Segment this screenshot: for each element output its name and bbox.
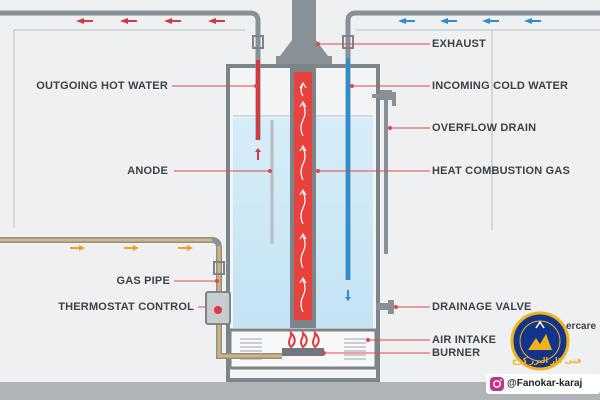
label-exhaust: EXHAUST bbox=[432, 38, 486, 50]
leader-dots bbox=[215, 42, 398, 355]
watermark-site-fragment: ercare bbox=[566, 321, 597, 332]
label-overflow-drain: OVERFLOW DRAIN bbox=[432, 122, 537, 134]
label-thermostat-control: THERMOSTAT CONTROL bbox=[58, 301, 194, 313]
floor bbox=[0, 382, 600, 400]
instagram-icon-lens bbox=[493, 380, 501, 388]
brand-logo-mountain-icon bbox=[528, 334, 552, 350]
exhaust-stack bbox=[292, 0, 316, 46]
cold-water-pipe-casing bbox=[345, 10, 600, 280]
label-air-intake: AIR INTAKE bbox=[432, 334, 497, 346]
combustion-gas-arrows bbox=[299, 81, 307, 313]
label-gas-pipe: GAS PIPE bbox=[116, 275, 170, 287]
instagram-icon bbox=[490, 377, 504, 391]
overflow-valve bbox=[380, 90, 392, 100]
gas-flow-arrows bbox=[70, 245, 193, 251]
hot-water-pipe-casing bbox=[0, 10, 261, 140]
leader-lines bbox=[172, 43, 430, 354]
hot-water-flow-arrow bbox=[255, 148, 261, 152]
label-drainage-valve: DRAINAGE VALVE bbox=[432, 301, 532, 313]
label-anode: ANODE bbox=[127, 165, 168, 177]
instagram-icon-dot bbox=[500, 379, 502, 381]
drainage-valve-handle bbox=[388, 300, 394, 314]
hot-water-outflow-arrows bbox=[76, 18, 225, 24]
burner-flame-icon bbox=[288, 329, 320, 349]
label-heat-combustion-gas: HEAT COMBUSTION GAS bbox=[432, 165, 571, 177]
brand-logo-compass-icon bbox=[535, 320, 545, 329]
cold-water-flow-arrow bbox=[345, 297, 351, 301]
exhaust-collar bbox=[276, 56, 332, 64]
thermostat-dial bbox=[214, 306, 222, 314]
drainage-valve bbox=[376, 303, 390, 310]
overflow-valve-handle bbox=[392, 92, 396, 106]
label-incoming-cold-water: INCOMING COLD WATER bbox=[432, 80, 569, 92]
cold-water-inflow-arrows bbox=[398, 18, 541, 24]
instagram-badge bbox=[486, 374, 600, 394]
burner-unit bbox=[282, 348, 324, 356]
label-outgoing-hot-water: OUTGOING HOT WATER bbox=[36, 80, 168, 92]
gas-pipe-fitting bbox=[213, 261, 225, 275]
watermark-logo-text: فنی کار البرز کرج bbox=[512, 356, 582, 365]
gas-feed-line bbox=[217, 322, 282, 358]
flue-inner bbox=[294, 72, 312, 320]
cold-water-fitting bbox=[342, 35, 354, 49]
exhaust-hood bbox=[280, 40, 328, 56]
hot-water-fitting bbox=[252, 35, 264, 49]
air-vent-right bbox=[344, 338, 366, 360]
instagram-handle: @Fanokar-karaj bbox=[507, 378, 583, 389]
label-burner: BURNER bbox=[432, 347, 481, 359]
